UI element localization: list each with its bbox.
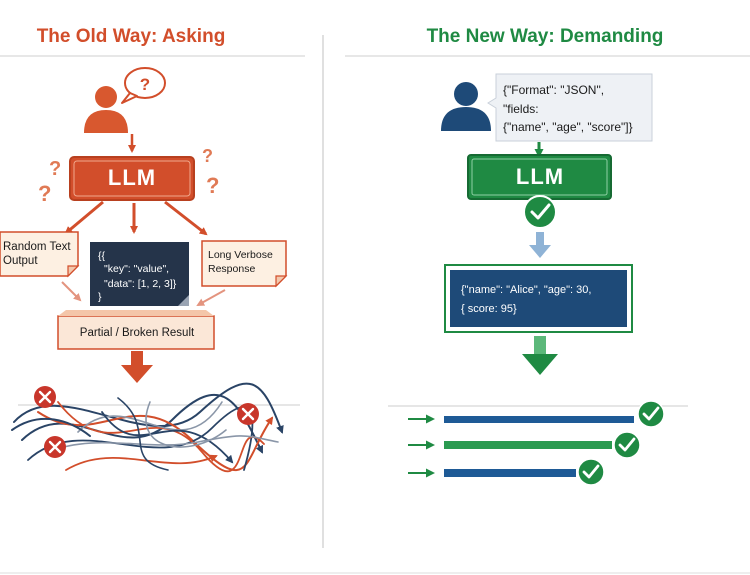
structured-output-box: [444, 264, 633, 333]
llm-box-left: [69, 156, 195, 201]
arrow-down-left: [121, 351, 153, 383]
svg-text:?: ?: [38, 181, 51, 206]
right-title: The New Way: Demanding: [426, 26, 664, 47]
svg-text:?: ?: [49, 158, 61, 180]
bubble-line-2: "fields:: [503, 102, 539, 116]
clean-output-row-3: [408, 458, 605, 486]
person-icon-right: [441, 82, 491, 131]
code-line-2: "key": "value",: [104, 263, 170, 275]
verbose-label: Long Verbose Response: [208, 249, 273, 275]
code-line-1: {{: [98, 250, 106, 262]
left-title: The Old Way: Asking: [36, 26, 226, 47]
person-icon-left: [84, 86, 128, 133]
clean-output-row-1: [408, 400, 665, 428]
question-marks-scatter: ? ? ? ?: [38, 146, 219, 206]
llm-label-right: LLM: [515, 164, 565, 189]
bubble-line-3: {"name", "age", "score"]}: [503, 120, 633, 134]
arrow-down-right: [522, 336, 558, 375]
svg-text:?: ?: [202, 146, 213, 166]
result-line-2: { score: 95}: [461, 303, 517, 315]
arrow-converge-right: [196, 289, 226, 306]
x-mark-icon-3: [44, 436, 66, 458]
arrow-to-random: [64, 200, 104, 235]
arrow-converge-left: [61, 281, 82, 302]
check-icon-llm: [523, 195, 557, 229]
llm-label-left: LLM: [107, 165, 157, 190]
arrow-to-output: [529, 232, 551, 258]
bubble-line-1: {"Format": "JSON",: [503, 83, 605, 97]
svg-text:?: ?: [140, 75, 150, 94]
code-snippet-box: [90, 242, 189, 306]
format-request-bubble: [487, 73, 653, 142]
clean-output-row-2: [408, 431, 641, 459]
arrow-to-verbose: [164, 200, 208, 236]
random-text-note: [0, 231, 80, 278]
x-mark-icon-2: [237, 403, 259, 425]
random-text-label: Random Text Output: [3, 241, 71, 267]
partial-result-label: Partial / Broken Result: [79, 327, 195, 339]
code-line-3: "data": [1, 2, 3]}: [104, 278, 177, 290]
x-mark-icon-1: [34, 386, 56, 408]
verbose-note: [201, 240, 288, 288]
code-line-4: }: [98, 291, 102, 303]
partial-result-banner: [57, 310, 215, 350]
result-line-1: {"name": "Alice", "age": 30,: [461, 284, 592, 296]
question-bubble-icon: ?: [121, 67, 166, 104]
svg-text:?: ?: [206, 173, 219, 198]
